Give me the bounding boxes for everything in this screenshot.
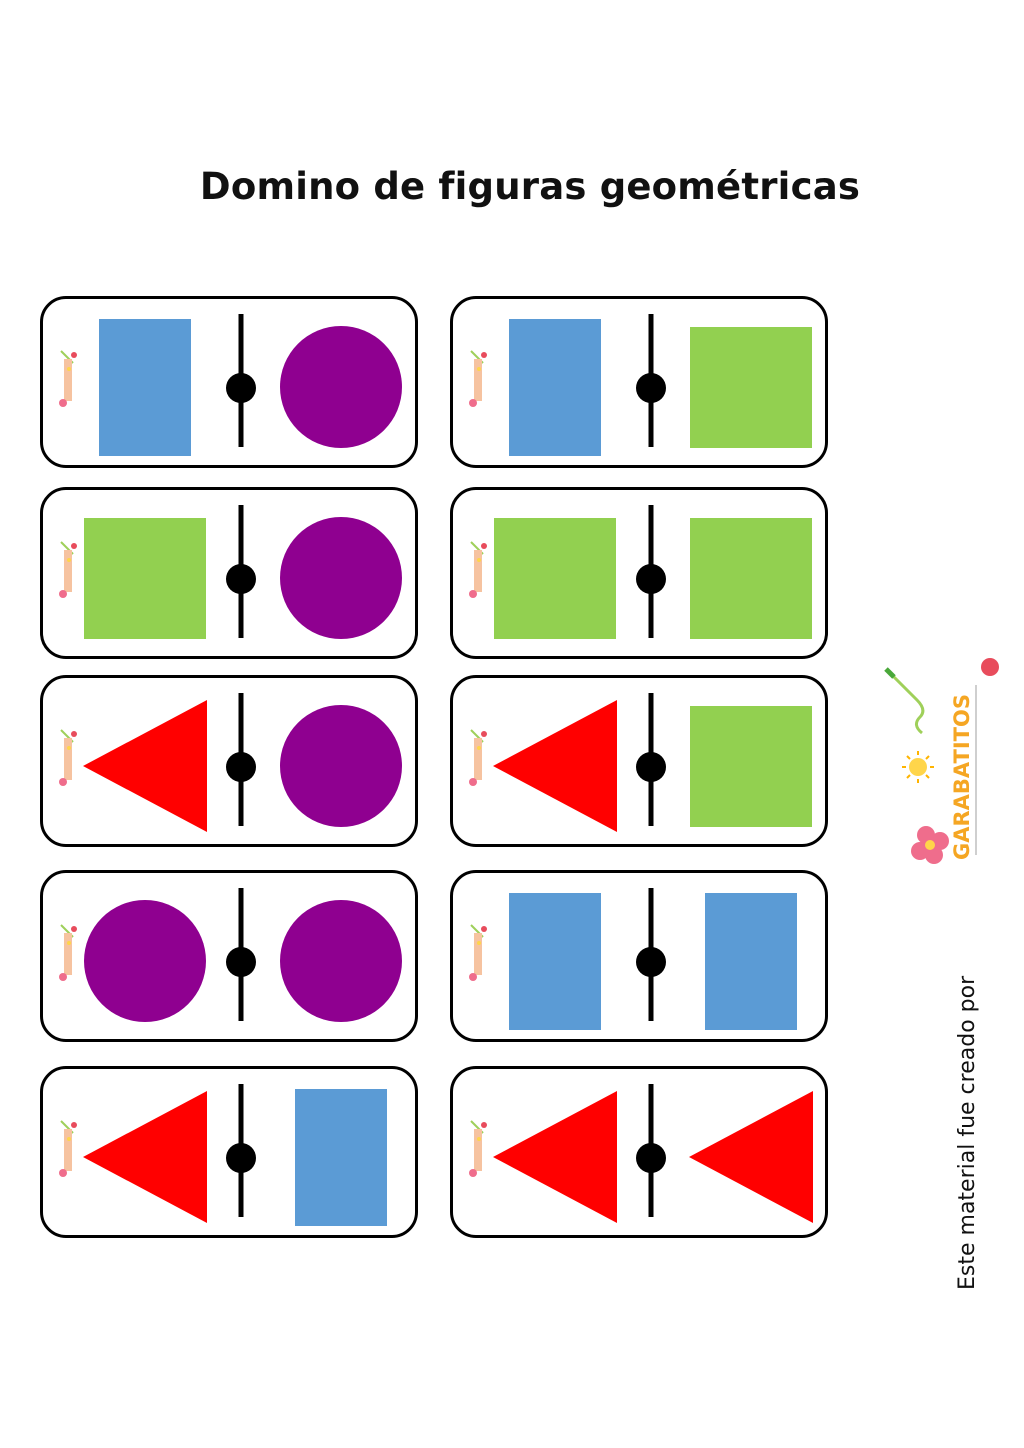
domino-tile — [40, 1066, 418, 1238]
domino-divider — [636, 693, 666, 826]
left-shape-square — [494, 518, 616, 639]
right-shape-square — [690, 327, 812, 448]
right-shape-circle — [280, 705, 402, 827]
left-shape-circle — [84, 900, 206, 1022]
domino-tile — [450, 870, 828, 1042]
mini-logo-icon — [469, 350, 487, 407]
domino-divider — [226, 888, 256, 1021]
credit-text: Este material fue creado por — [955, 975, 980, 1290]
domino-tile — [40, 675, 418, 847]
domino-tile — [450, 1066, 828, 1238]
domino-tile — [40, 487, 418, 659]
mini-logo-icon — [469, 924, 487, 981]
domino-divider — [636, 314, 666, 447]
left-shape-rectangle — [99, 319, 191, 456]
domino-divider — [636, 888, 666, 1021]
right-shape-rectangle — [705, 893, 797, 1030]
mini-logo-icon — [469, 541, 487, 598]
left-shape-rectangle — [509, 893, 601, 1030]
domino-tile — [450, 487, 828, 659]
domino-tile — [40, 870, 418, 1042]
domino-divider — [226, 1084, 256, 1217]
garabatitos-logo: GARABATITOS — [882, 655, 1002, 870]
right-shape-circle — [280, 900, 402, 1022]
mini-logo-icon — [59, 924, 77, 981]
left-shape-triangle — [493, 1091, 617, 1223]
left-shape-triangle — [493, 700, 617, 832]
domino-divider — [636, 1084, 666, 1217]
left-shape-rectangle — [509, 319, 601, 456]
domino-divider — [636, 505, 666, 638]
domino-tile — [450, 675, 828, 847]
mini-logo-icon — [59, 729, 77, 786]
domino-tile — [40, 296, 418, 468]
domino-divider — [226, 505, 256, 638]
domino-divider — [226, 314, 256, 447]
mini-logo-icon — [59, 350, 77, 407]
left-shape-square — [84, 518, 206, 639]
logo-letters: GARABATITOS — [950, 694, 974, 860]
right-shape-circle — [280, 326, 402, 448]
svg-text:GARABATITOS: GARABATITOS — [950, 694, 974, 860]
left-shape-triangle — [83, 1091, 207, 1223]
right-shape-circle — [280, 517, 402, 639]
left-shape-triangle — [83, 700, 207, 832]
right-shape-rectangle — [295, 1089, 387, 1226]
right-shape-square — [690, 706, 812, 827]
right-shape-square — [690, 518, 812, 639]
page-title: Domino de figuras geométricas — [199, 165, 861, 208]
right-shape-triangle — [689, 1091, 813, 1223]
mini-logo-icon — [59, 541, 77, 598]
mini-logo-icon — [59, 1120, 77, 1177]
domino-divider — [226, 693, 256, 826]
domino-tile — [450, 296, 828, 468]
mini-logo-icon — [469, 1120, 487, 1177]
mini-logo-icon — [469, 729, 487, 786]
